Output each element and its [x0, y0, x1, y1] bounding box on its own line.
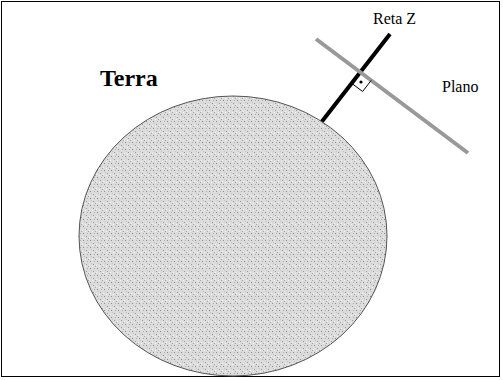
plane-label: Plano: [442, 78, 478, 96]
node-title: Terra: [100, 65, 158, 92]
right-angle-dot: [359, 80, 362, 83]
earth-shape: [78, 95, 388, 377]
radial-line: [232, 34, 390, 237]
tangent-plane: [316, 39, 468, 153]
right-angle-mark: [351, 80, 371, 91]
earth-circle: Terra: [78, 95, 388, 377]
line-label: Reta Z: [373, 10, 416, 28]
